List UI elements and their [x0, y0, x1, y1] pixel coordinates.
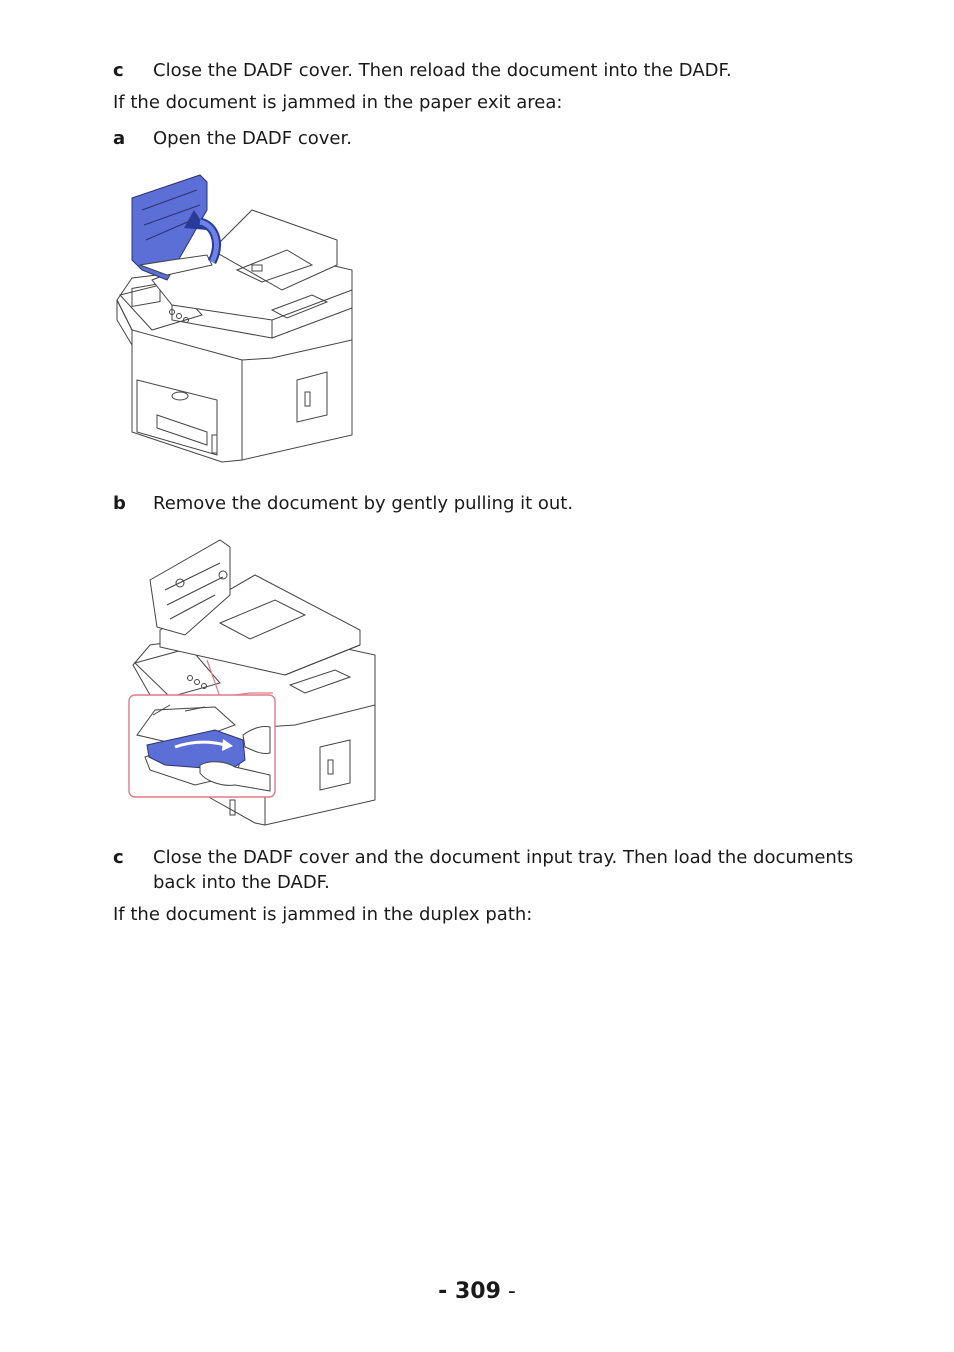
step-text: Remove the document by gently pulling it…	[153, 493, 574, 514]
remove-document-figure	[125, 535, 380, 830]
printer-open-dadf-cover-illustration	[116, 174, 353, 463]
step-text: Close the DADF cover. Then reload the do…	[153, 60, 732, 81]
step-letter: a	[113, 128, 126, 149]
exit-area-heading: If the document is jammed in the paper e…	[113, 92, 563, 113]
page-number-value: - 309	[438, 1279, 501, 1304]
step-text: Open the DADF cover.	[153, 128, 352, 149]
step-letter: b	[113, 493, 126, 514]
open-dadf-cover-figure	[112, 170, 357, 465]
step-text: Close the DADF cover and the document in…	[153, 847, 854, 893]
step-letter: c	[113, 847, 124, 868]
page-number-suffix: -	[500, 1279, 516, 1304]
step-letter: c	[113, 60, 124, 81]
duplex-path-heading: If the document is jammed in the duplex …	[113, 904, 533, 925]
page-number: - 309 -	[0, 1279, 954, 1304]
printer-remove-jammed-document-illustration	[128, 539, 376, 826]
